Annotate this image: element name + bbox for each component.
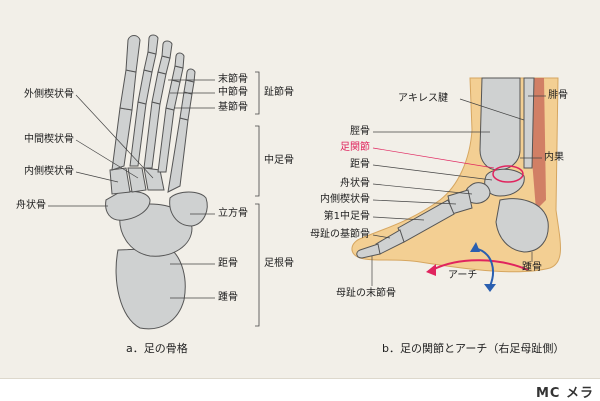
label-intermediate-cuneiform: 中間楔状骨 <box>24 134 74 145</box>
proximal-phalanx-5 <box>179 91 193 121</box>
metatarsal-4 <box>157 107 175 173</box>
intermediate-cuneiform-shape <box>127 167 147 193</box>
caption-joints-arch: b．足の関節とアーチ（右足母趾側） <box>382 342 565 355</box>
right-leader-lines <box>371 95 546 286</box>
label-fibula: 腓骨 <box>548 90 568 101</box>
distal-phalanx-medial <box>356 243 381 259</box>
arch-arrow-blue-head <box>484 284 496 292</box>
label-navicular-medial: 舟状骨 <box>340 178 370 189</box>
fibula-shape <box>523 77 535 169</box>
label-hallux-proximal-phalanx: 母趾の基節骨 <box>310 229 370 240</box>
group-brackets <box>255 71 260 327</box>
metatarsal-1 <box>111 107 133 171</box>
foot-medial-illustration <box>351 77 561 292</box>
arch-arrow-red-head <box>426 264 436 276</box>
arch-arrow-blue-tail <box>470 242 480 252</box>
distal-phalanx-4 <box>174 52 185 69</box>
label-metatarsals-group: 中足骨 <box>264 155 294 166</box>
label-hallux-distal-phalanx: 母趾の末節骨 <box>336 288 396 299</box>
caption-skeleton: a．足の骨格 <box>126 342 188 355</box>
label-medial-malleolus: 内果 <box>544 152 564 163</box>
middle-phalanx-4 <box>171 65 184 83</box>
proximal-phalanx-2 <box>137 69 153 105</box>
label-navicular: 舟状骨 <box>16 200 46 211</box>
achilles-tendon <box>530 78 546 210</box>
label-achilles-tendon: アキレス腱 <box>398 93 448 104</box>
label-first-metatarsal: 第1中足骨 <box>323 211 370 222</box>
distal-phalanx-2 <box>147 34 159 55</box>
label-medial-cuneiform: 内側楔状骨 <box>24 166 74 177</box>
brand-logo: MC メラ <box>535 386 594 401</box>
label-tibia: 脛骨 <box>350 126 370 137</box>
label-distal-phalanx: 末節骨 <box>218 74 248 85</box>
label-ankle-joint: 足関節 <box>340 142 370 153</box>
ankle-joint-highlight <box>492 165 524 183</box>
distal-phalanx-3 <box>161 40 173 59</box>
label-middle-phalanx: 中節骨 <box>218 87 248 98</box>
calcaneus-medial <box>495 198 549 253</box>
left-leader-lines <box>48 79 215 299</box>
label-calcaneus-medial: 踵骨 <box>522 262 542 273</box>
label-medial-cuneiform-medial: 内側楔状骨 <box>320 194 370 205</box>
calcaneus-shape <box>115 247 186 330</box>
middle-phalanx-3 <box>157 55 171 75</box>
bracket-metatarsals <box>255 125 260 197</box>
proximal-phalanx-4 <box>165 79 181 111</box>
medial-cuneiform-shape <box>109 167 131 195</box>
footer-bar: MC メラ <box>0 378 600 401</box>
label-cuboid: 立方骨 <box>218 208 248 219</box>
proximal-phalanx-3 <box>151 71 167 105</box>
proximal-phalanx-1 <box>119 69 137 111</box>
label-proximal-phalanx: 基節骨 <box>218 102 248 113</box>
distal-phalanx-5 <box>185 68 196 83</box>
label-talus: 距骨 <box>218 258 238 269</box>
arch-arrow-red <box>431 259 529 271</box>
middle-phalanx-2 <box>143 51 157 73</box>
label-talus-medial: 距骨 <box>350 159 370 170</box>
label-calcaneus: 踵骨 <box>218 292 238 303</box>
metatarsal-2 <box>129 101 147 167</box>
foot-skeleton-illustration <box>105 34 208 330</box>
label-tarsals-group: 足根骨 <box>264 258 294 269</box>
label-arch: アーチ <box>448 270 478 281</box>
label-phalanges-group: 趾節骨 <box>264 87 294 98</box>
metatarsal-3 <box>143 101 161 169</box>
bracket-phalanges <box>255 71 260 115</box>
label-lateral-cuneiform: 外側楔状骨 <box>24 89 74 100</box>
tibia-shape <box>479 77 521 171</box>
cuboid-shape <box>169 191 208 227</box>
distal-phalanx-1 <box>125 35 141 73</box>
bracket-tarsals <box>255 203 260 327</box>
